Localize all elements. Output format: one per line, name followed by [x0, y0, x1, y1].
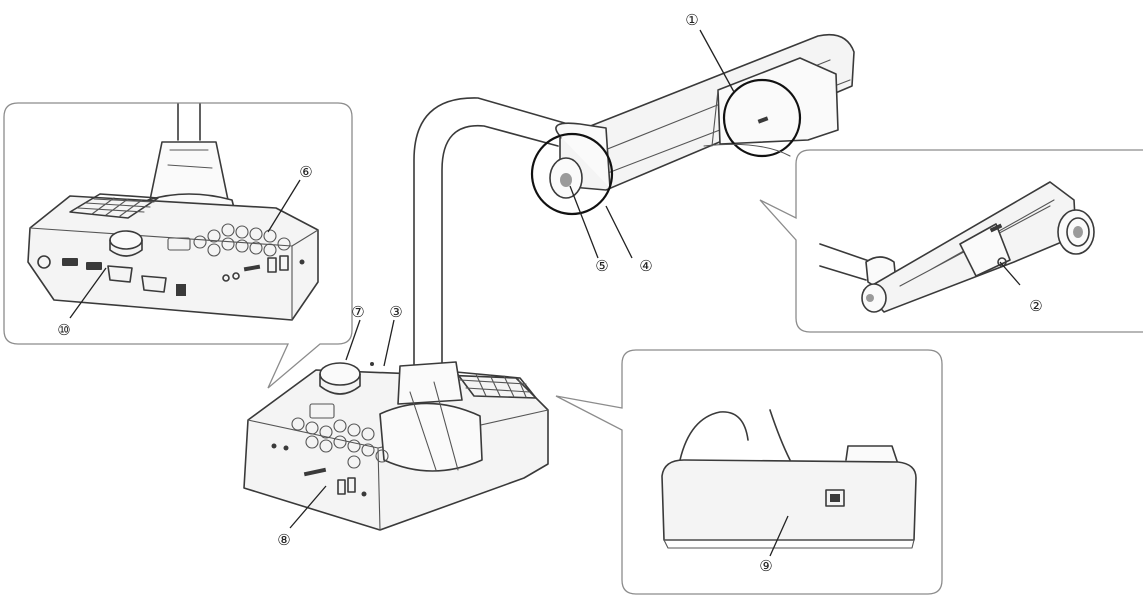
callout-7: ⑦ [351, 303, 364, 321]
callout-1: ① [685, 11, 698, 29]
leader-lines [69, 29, 1021, 557]
callout-4: ④ [639, 257, 652, 275]
control-buttons-rear [167, 223, 291, 257]
document-camera-main [243, 33, 855, 531]
highlight-circle-switch [722, 78, 802, 158]
callout-9: ⑨ [759, 557, 772, 575]
control-buttons-main [291, 403, 389, 469]
side-ports [222, 255, 305, 282]
highlight-circle-lens [530, 132, 614, 216]
rear-view-inset [3, 102, 353, 389]
vent-grille [69, 193, 159, 219]
callout-10: ⑩ [57, 321, 70, 339]
callout-6: ⑥ [299, 163, 312, 181]
callout-5: ⑤ [595, 257, 608, 275]
callout-3: ③ [389, 303, 402, 321]
side-view-inset [555, 349, 943, 595]
callout-2: ② [1029, 297, 1042, 315]
callout-8: ⑧ [277, 531, 290, 549]
camera-head-inset [759, 149, 1143, 333]
front-ports [271, 443, 367, 497]
rear-ports [37, 255, 186, 296]
vent-grille-main [455, 371, 537, 399]
callouts: ① ② ③ ④ ⑤ ⑥ ⑦ ⑧ ⑨ ⑩ [57, 11, 1042, 575]
